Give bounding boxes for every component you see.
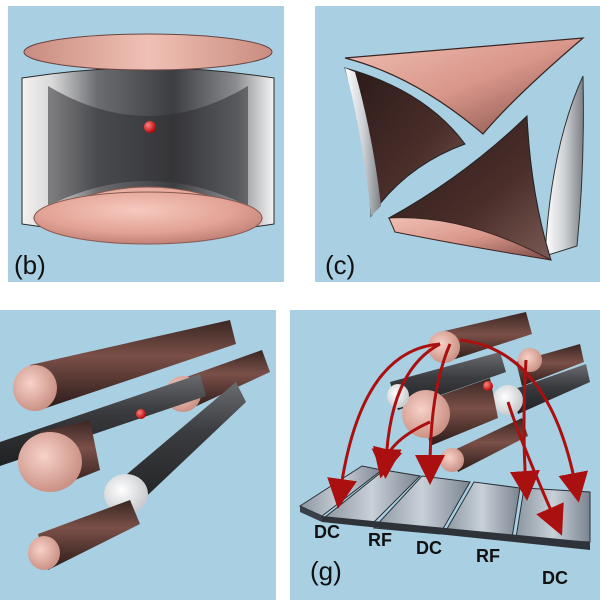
electrode-label-dc-1: DC: [314, 522, 340, 542]
panel-label-b: (b): [14, 250, 46, 280]
rod-face-lower: [440, 448, 464, 472]
right-electrode: [544, 75, 584, 257]
linear-rod-trap-illustration: [0, 320, 270, 570]
upper-endcap: [23, 33, 273, 71]
electrode-label-dc-2: DC: [416, 538, 442, 558]
cubic-trap-illustration: [344, 37, 585, 261]
ion: [136, 409, 146, 419]
rod-face-back: [518, 348, 542, 372]
rod-face-top: [428, 331, 460, 363]
rod-face-right-steel: [493, 385, 523, 415]
field-mapping-arrows: [327, 338, 588, 536]
hyperbolic-trap-illustration: [21, 33, 275, 245]
ion: [144, 121, 156, 133]
top-electrode: [344, 37, 585, 135]
rod-face-center: [402, 390, 450, 438]
ion: [483, 381, 493, 391]
panel-f-linear-rod-trap: [0, 310, 276, 600]
electrode-label-rf-1: RF: [368, 530, 392, 550]
panel-b-hyperbolic-trap: (b): [8, 6, 284, 282]
electrode-label-dc-3: DC: [542, 568, 568, 588]
panel-g-surface-trap: DC RF DC RF DC (g): [290, 310, 600, 600]
rod-face-upper-left: [13, 365, 57, 411]
panel-label-g: (g): [310, 556, 342, 586]
rod-face-bottom: [28, 536, 60, 570]
panel-c-cubic-trap: (c): [315, 6, 600, 282]
electrode-label-rf-2: RF: [476, 546, 500, 566]
panel-label-c: (c): [325, 250, 356, 280]
rod-face-lower-left: [18, 432, 82, 492]
surface-trap-illustration: DC RF DC RF DC: [298, 312, 591, 588]
rod-face-right-steel: [104, 474, 148, 514]
